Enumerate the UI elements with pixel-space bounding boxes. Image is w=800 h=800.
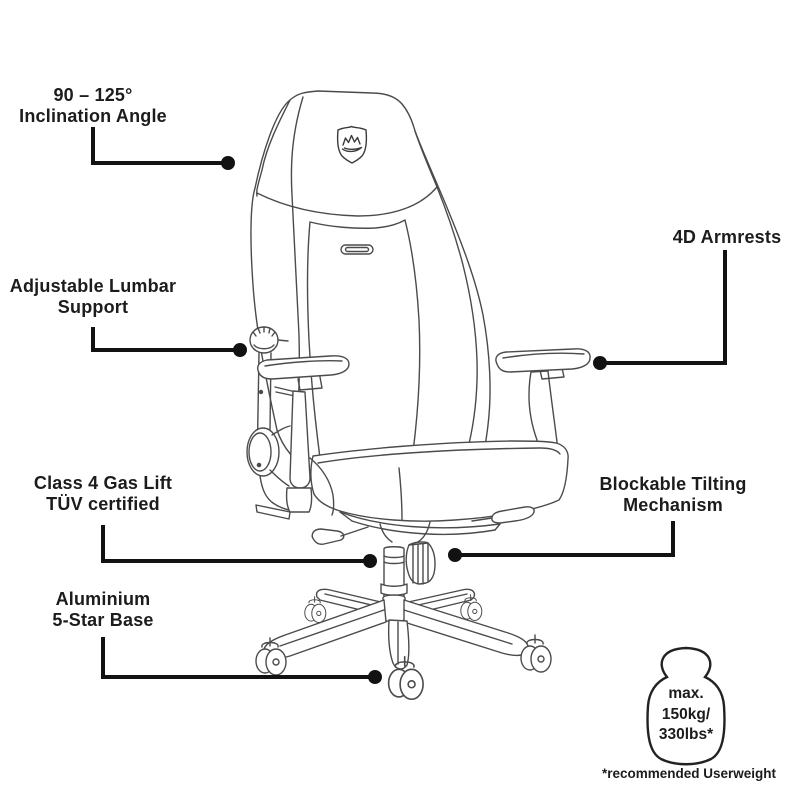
five-star-base (255, 594, 552, 701)
label-tilting-mechanism: Blockable Tilting Mechanism (599, 474, 746, 516)
callout-dots (221, 156, 607, 684)
callout-lines (91, 127, 727, 679)
label-line: Aluminium (55, 589, 151, 609)
chair-illustration (246, 90, 591, 701)
label-line: Mechanism (623, 495, 723, 515)
label-line: Inclination Angle (19, 106, 167, 126)
label-line: Support (57, 297, 129, 317)
label-line: Adjustable Lumbar (9, 276, 177, 296)
callout-dot-tilting (448, 548, 462, 562)
label-inclination-angle: 90 – 125° Inclination Angle (19, 85, 167, 127)
callout-dot-gaslift (363, 554, 377, 568)
callout-dot-armrests (593, 356, 607, 370)
label-five-star-base: Aluminium 5-Star Base (52, 589, 153, 631)
weight-line: 330lbs* (658, 726, 714, 743)
kettlebell-weight-icon (646, 646, 726, 766)
tilting-mechanism-assembly (311, 506, 535, 545)
callout-dot-inclination (221, 156, 235, 170)
weight-badge-text: max. 150kg/ 330lbs* (659, 684, 713, 746)
weight-footnote: *recommended Userweight (601, 766, 777, 781)
label-lumbar-support: Adjustable Lumbar Support (10, 276, 176, 318)
label-line: 90 – 125° (53, 85, 133, 105)
label-line: Blockable Tilting (599, 474, 747, 494)
callout-line-gaslift (101, 525, 370, 563)
label-line: 5-Star Base (52, 610, 154, 630)
right-armrest (495, 348, 591, 453)
callout-dot-lumbar (233, 343, 247, 357)
weight-line: max. (668, 685, 704, 702)
callout-line-base (101, 637, 375, 679)
label-line: 4D Armrests (672, 227, 782, 247)
label-line: TÜV certified (46, 494, 160, 514)
left-armrest (257, 355, 350, 513)
seat-cushion (309, 440, 569, 522)
side-adjustment-wheel (246, 425, 295, 520)
label-gas-lift: Class 4 Gas Lift TÜV certified (34, 473, 172, 515)
callout-dot-base (368, 670, 382, 684)
label-armrests: 4D Armrests (673, 227, 782, 248)
brand-pill-emblem (340, 244, 374, 255)
label-line: Class 4 Gas Lift (33, 473, 173, 493)
callout-line-tilting (455, 521, 675, 557)
callout-line-lumbar (91, 327, 240, 352)
weight-line: 150kg/ (661, 705, 711, 723)
shield-crown-logo (336, 125, 368, 164)
gas-lift-cylinder (380, 541, 436, 608)
callout-line-armrests (600, 250, 727, 365)
callout-line-inclination (91, 127, 228, 165)
